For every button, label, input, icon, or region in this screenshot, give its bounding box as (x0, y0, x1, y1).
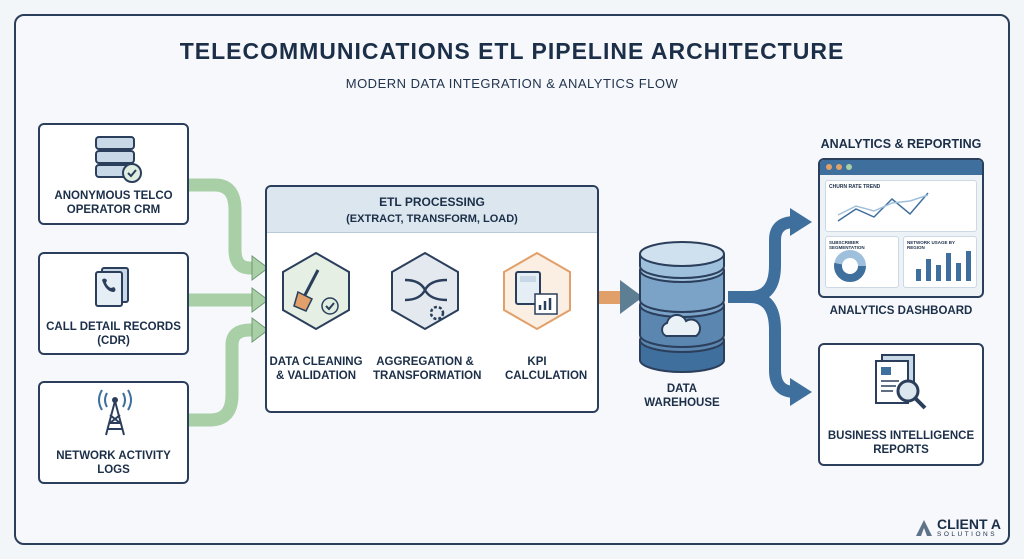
logo-mark-icon (916, 519, 932, 536)
source-cdr: CALL DETAIL RECORDS (CDR) (38, 252, 189, 355)
etl-title: ETL PROCESSING (379, 195, 485, 209)
logo-tagline: SOLUTIONS (937, 531, 998, 538)
phone-document-icon (95, 267, 129, 307)
etl-subtitle: (EXTRACT, TRANSFORM, LOAD) (346, 213, 518, 225)
page-title: TELECOMMUNICATIONS ETL PIPELINE ARCHITEC… (179, 38, 845, 64)
arrow-crm-to-etl (188, 178, 257, 275)
line-chart-icon (837, 192, 929, 222)
etl-header: ETL PROCESSING (EXTRACT, TRANSFORM, LOAD… (267, 187, 597, 233)
warehouse-label: DATA WAREHOUSE (644, 383, 720, 409)
arrow-warehouse-to-reports (728, 291, 796, 398)
dashboard-label: ANALYTICS DASHBOARD (829, 305, 973, 317)
analytics-dashboard-card: CHURN RATE TREND SUBSCRIBER SEGMENTATION… (818, 158, 984, 298)
analytics-section-title: ANALYTICS & REPORTING (820, 137, 982, 151)
bi-reports-card: BUSINESS INTELLIGENCE REPORTS (818, 343, 984, 466)
client-logo: CLIENT A SOLUTIONS (915, 517, 1001, 538)
report-magnifier-icon (875, 354, 927, 410)
page-subtitle: MODERN DATA INTEGRATION & ANALYTICS FLOW (345, 76, 679, 91)
bar-chart-icon (916, 251, 971, 281)
panel-title: NETWORK USAGE BY REGION (907, 240, 955, 250)
source-network-logs: NETWORK ACTIVITY LOGS (38, 381, 189, 484)
arrow-logs-to-etl (188, 323, 257, 427)
etl-step-kpi-label: KPI CALCULATION (505, 356, 588, 382)
calculator-chart-icon (503, 251, 571, 331)
etl-step-cleaning-label: DATA CLEANING & VALIDATION (269, 356, 363, 382)
source-crm: ANONYMOUS TELCO OPERATOR CRM (38, 123, 189, 225)
source-label: ANONYMOUS TELCO OPERATOR CRM (54, 190, 173, 216)
segmentation-panel: SUBSCRIBER SEGMENTATION (825, 236, 899, 288)
panel-title: SUBSCRIBER SEGMENTATION (829, 240, 865, 250)
etl-step-aggregation-label: AGGREGATION & TRANSFORMATION (373, 356, 482, 382)
logo-name: CLIENT A (937, 516, 1002, 532)
donut-chart-icon (834, 250, 866, 282)
database-check-icon (95, 136, 142, 183)
window-titlebar (820, 160, 982, 175)
bi-reports-label: BUSINESS INTELLIGENCE REPORTS (827, 430, 975, 456)
broom-check-icon (282, 251, 350, 331)
churn-chart-panel: CHURN RATE TREND (825, 180, 977, 232)
shuffle-gear-icon (391, 251, 459, 331)
source-label: CALL DETAIL RECORDS (CDR) (46, 321, 181, 347)
cell-tower-icon (98, 389, 132, 436)
network-usage-panel: NETWORK USAGE BY REGION (903, 236, 977, 288)
panel-title: CHURN RATE TREND (829, 184, 881, 190)
source-label: NETWORK ACTIVITY LOGS (56, 450, 171, 476)
